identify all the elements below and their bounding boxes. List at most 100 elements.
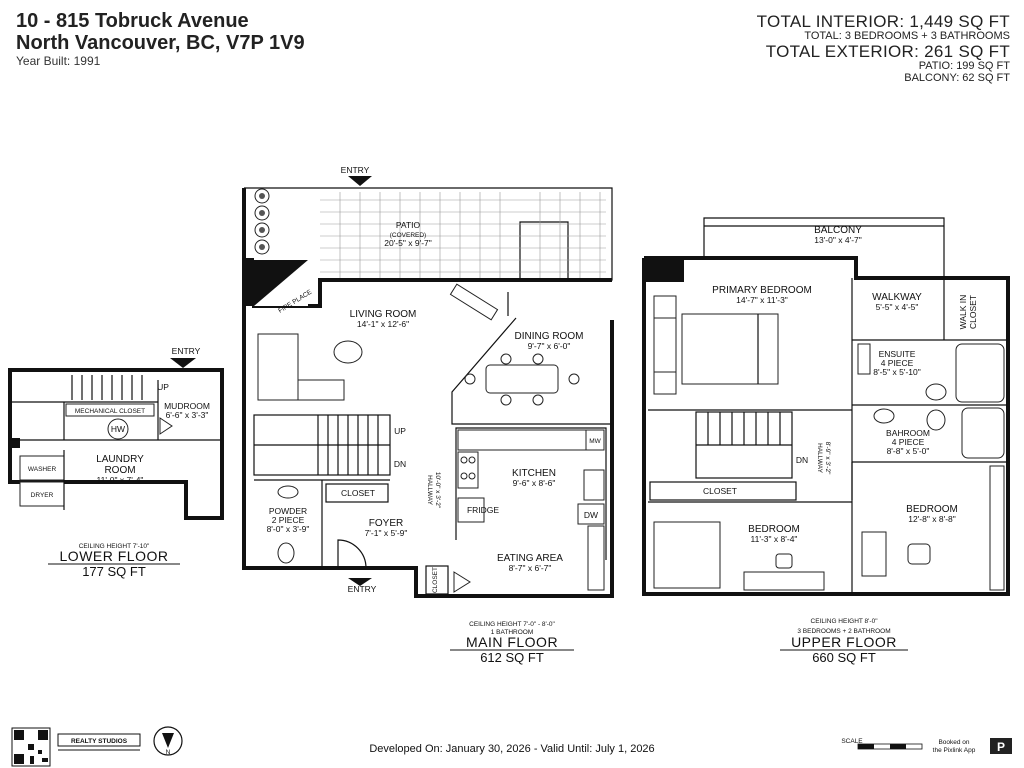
pixlink-logo-icon (990, 738, 1012, 754)
primary-bed (681, 313, 779, 385)
balcony-label: BALCONY (814, 225, 862, 236)
main-hallway-dims: 10'-0" x 3'-2" (434, 472, 441, 509)
booked-on-label: Booked on (938, 739, 969, 746)
bedroom-2-closet (989, 465, 1005, 591)
living-room-dims: 14'-1" x 12'-6" (357, 319, 409, 329)
year-built: Year Built: 1991 (16, 54, 101, 68)
sofa (257, 333, 299, 401)
lower-floor-title: LOWER FLOOR (60, 548, 169, 564)
ensuite-label: ENSUITE (879, 349, 916, 359)
dryer (19, 481, 65, 507)
main-floor-plan: FIRE PLACE ENTRY PATIO (COVERED) 2 (242, 165, 614, 665)
mudroom-label: MUDROOM (164, 401, 210, 411)
main-closet-label: CLOSET (341, 488, 375, 498)
powder-label: POWDER (269, 506, 307, 516)
dining-room-label: DINING ROOM (515, 331, 584, 342)
primary-bedroom-dims: 14'-7" x 11'-3" (736, 295, 788, 305)
sofa-chaise (297, 379, 345, 401)
upper-wall-block (644, 258, 684, 282)
main-hallway-label: HALLWAY (426, 475, 433, 506)
nightstand-right (653, 371, 677, 395)
wall-block (10, 438, 20, 448)
patio-plants (254, 188, 270, 255)
washer-label: WASHER (28, 466, 57, 473)
upper-ceiling-height: CEILING HEIGHT 8'-0" (811, 618, 879, 625)
upper-bath-note: 3 BEDROOMS + 2 BATHROOM (797, 628, 890, 635)
patio-dims: 20'-5" x 9'-7" (384, 238, 432, 248)
bedroom-3-bed (653, 521, 721, 589)
main-ceiling-height: CEILING HEIGHT 7'-0" - 8'-0" (469, 621, 555, 628)
kitchen-dims: 9'-6" x 8'-6" (513, 478, 556, 488)
ensuite-vanity (857, 343, 871, 375)
ensuite-dims: 8'-5" x 5'-10" (873, 367, 921, 377)
powder-dims: 8'-0" x 3'-9" (267, 524, 310, 534)
main-entry-top-label: ENTRY (341, 165, 370, 175)
upper-floor-title: UPPER FLOOR (791, 634, 897, 650)
bedroom-3-label: BEDROOM (748, 524, 800, 535)
nightstand-left (653, 295, 677, 319)
upper-dn-label: DN (796, 455, 808, 465)
patio-tiles (320, 192, 606, 278)
total-interior-sub: TOTAL: 3 BEDROOMS + 3 BATHROOMS (804, 30, 1010, 42)
microwave-label: MW (589, 438, 601, 445)
balcony-area: BALCONY: 62 SQ FT (904, 72, 1010, 84)
main-floor-title: MAIN FLOOR (466, 634, 558, 650)
address-line-1: 10 - 815 Tobruck Avenue (16, 10, 249, 32)
total-interior: TOTAL INTERIOR: 1,449 SQ FT (756, 12, 1010, 31)
main-floor-area: 612 SQ FT (480, 650, 544, 665)
bathroom-sink (873, 408, 895, 424)
patio-sub: (COVERED) (390, 232, 426, 239)
footer: REALTY STUDIOS N Developed On: January 3… (11, 726, 1012, 767)
dining-room-dims: 9'-7" x 6'-0" (528, 341, 571, 351)
lower-entry-label: ENTRY (172, 346, 201, 356)
walkway-label: WALKWAY (872, 292, 922, 303)
main-bath-note: 1 BATHROOM (491, 629, 534, 636)
coffee-table (333, 340, 363, 364)
bathroom-sub: 4 PIECE (892, 437, 925, 447)
hw-label: HW (111, 424, 125, 434)
compass-label: N (166, 749, 171, 756)
foyer-dims: 7'-1" x 5'-9" (365, 528, 408, 538)
powder-sub: 2 PIECE (272, 515, 305, 525)
primary-bedroom-label: PRIMARY BEDROOM (712, 285, 812, 296)
fireplace-unit (449, 283, 499, 321)
bedroom-3-desk (743, 571, 825, 591)
lower-floor-area: 177 SQ FT (82, 564, 146, 579)
ensuite-tub (955, 343, 1005, 403)
dishwasher-label: DW (584, 510, 598, 520)
eating-area-dims: 8'-7" x 6'-7" (509, 563, 552, 573)
lower-ceiling-height: CEILING HEIGHT 7'-10" (79, 543, 150, 550)
scale-label: SCALE (841, 738, 863, 745)
walk-in-label-2: CLOSET (968, 295, 978, 329)
lower-up-label: UP (157, 382, 169, 392)
walk-in-label: WALK IN (958, 295, 968, 330)
kitchen-label: KITCHEN (512, 468, 556, 479)
upper-stairs (695, 411, 793, 479)
ensuite-sub: 4 PIECE (881, 358, 914, 368)
dishwasher (577, 503, 605, 525)
bathroom-dims: 8'-8" x 5'-0" (887, 446, 930, 456)
lower-floor-plan: ENTRY UP MUDROOM 6'-6" x 3'-3" MECHANICA… (8, 346, 224, 579)
powder-toilet (277, 542, 295, 564)
dining-table (485, 364, 559, 394)
kitchen-sink (583, 469, 605, 501)
bedroom-2-chair (907, 543, 931, 565)
pixlink-logo-letter: P (997, 740, 1005, 754)
upper-hallway-dims: 8'-9" x 3'-2" (824, 442, 831, 475)
laundry-dims: 11'-0" x 7'-4" (97, 475, 144, 485)
foyer-label: FOYER (369, 518, 403, 529)
small-closet-label: CLOSET (432, 567, 439, 593)
patio-label: PATIO (396, 220, 421, 230)
patio-area: PATIO: 199 SQ FT (918, 60, 1010, 72)
mudroom-dims: 6'-6" x 3'-3" (166, 410, 209, 420)
main-stairs (317, 415, 379, 475)
bathroom-toilet (926, 409, 946, 431)
main-entry-bottom-arrow (348, 578, 372, 586)
upper-closet-label: CLOSET (703, 486, 737, 496)
balcony-dims: 13'-0" x 4'-7" (814, 235, 862, 245)
kitchen-counter-top (457, 429, 605, 451)
powder-sink (277, 485, 299, 499)
laundry-label: LAUNDRY (96, 454, 144, 465)
upper-floor-area: 660 SQ FT (812, 650, 876, 665)
eating-area-label: EATING AREA (497, 553, 563, 564)
